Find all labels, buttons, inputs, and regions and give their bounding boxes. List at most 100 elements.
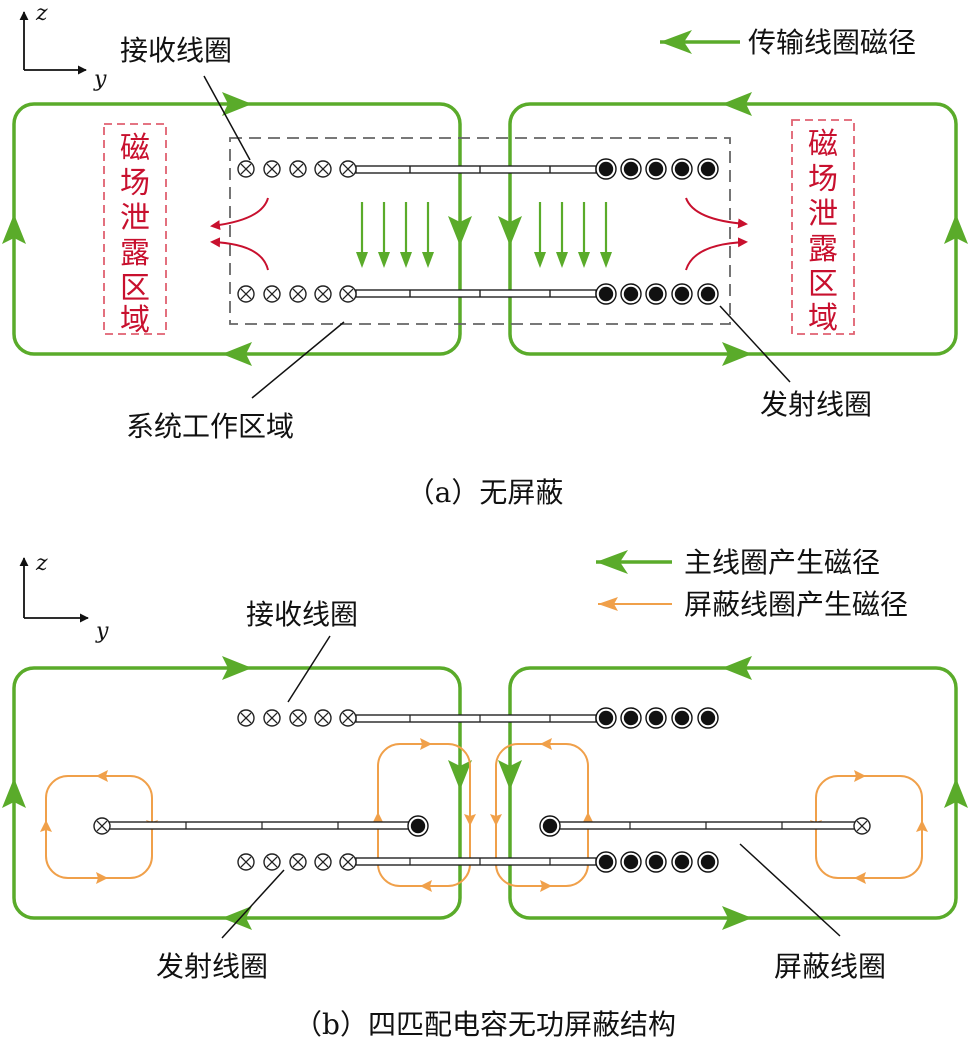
conductor-out-of-page-icon <box>620 158 642 180</box>
conductor-into-page-icon <box>339 285 357 303</box>
left-flux-loop <box>12 102 462 356</box>
flux-loops-b <box>12 666 958 920</box>
conductor-out-of-page-icon <box>671 283 693 305</box>
legend-b: 主线圈产生磁径 屏蔽线圈产生磁径 <box>596 546 908 621</box>
coil-bars-b <box>107 714 863 866</box>
axis-z-label: z <box>35 1 48 26</box>
work-area-box <box>229 137 731 325</box>
coil-bars-a <box>355 165 597 298</box>
transmit-coil-label-a: 发射线圈 <box>760 388 872 421</box>
svg-text:泄: 泄 <box>808 197 838 232</box>
panel-a: z y 传输线圈磁径 磁 <box>2 1 968 509</box>
axis-y-label: y <box>93 67 107 92</box>
shield-coil-label: 屏蔽线圈 <box>774 950 886 983</box>
conductor-out-of-page-icon <box>697 851 719 873</box>
field-arrows-a <box>360 202 608 262</box>
conductor-out-of-page-icon <box>407 815 429 837</box>
svg-text:磁: 磁 <box>808 127 838 162</box>
conductor-out-of-page-icon <box>620 851 642 873</box>
conductor-out-of-page-icon <box>595 158 617 180</box>
svg-text:场: 场 <box>120 166 150 201</box>
conductor-out-of-page-icon <box>645 158 667 180</box>
transmit-coil-label-b: 发射线圈 <box>156 950 268 983</box>
conductor-into-page-icon <box>93 817 111 835</box>
conductor-into-page-icon <box>314 709 332 727</box>
conductor-into-page-icon <box>289 853 307 871</box>
legend-a: 传输线圈磁径 <box>660 26 916 59</box>
conductor-out-of-page-icon <box>671 158 693 180</box>
coil-dot-conductors-b <box>407 707 719 873</box>
axes-b: z y <box>19 551 109 644</box>
legend-main-label: 主线圈产生磁径 <box>684 546 880 579</box>
conductor-into-page-icon <box>263 285 281 303</box>
coil-cross-conductors-b <box>93 709 871 871</box>
svg-text:露: 露 <box>808 232 838 267</box>
legend-label-a: 传输线圈磁径 <box>748 26 916 59</box>
conductor-into-page-icon <box>289 160 307 178</box>
conductor-into-page-icon <box>314 853 332 871</box>
conductor-into-page-icon <box>237 160 255 178</box>
svg-text:域: 域 <box>120 303 150 338</box>
work-area-label: 系统工作区域 <box>126 410 294 443</box>
legend-shield-label: 屏蔽线圈产生磁径 <box>684 588 908 621</box>
conductor-into-page-icon <box>314 160 332 178</box>
leaders-a <box>203 75 791 399</box>
conductor-into-page-icon <box>263 160 281 178</box>
conductor-into-page-icon <box>263 709 281 727</box>
conductor-out-of-page-icon <box>645 283 667 305</box>
conductor-into-page-icon <box>237 853 255 871</box>
coil-dot-conductors-a <box>595 158 719 305</box>
conductor-out-of-page-icon <box>671 707 693 729</box>
conductor-out-of-page-icon <box>620 283 642 305</box>
axes-a: z y <box>19 1 107 92</box>
panel-b: z y 主线圈产生磁径 屏蔽线圈产生磁径 <box>2 546 968 1041</box>
svg-text:露: 露 <box>120 236 150 271</box>
conductor-into-page-icon <box>314 285 332 303</box>
conductor-into-page-icon <box>339 709 357 727</box>
conductor-out-of-page-icon <box>539 815 561 837</box>
leaders-b <box>221 635 841 939</box>
conductor-into-page-icon <box>339 160 357 178</box>
receive-coil-label-b: 接收线圈 <box>246 598 358 631</box>
conductor-out-of-page-icon <box>645 851 667 873</box>
axis-z-label-b: z <box>35 551 48 576</box>
caption-b: （b）四匹配电容无功屏蔽结构 <box>294 1008 676 1041</box>
leak-arrows-a <box>210 197 748 271</box>
conductor-into-page-icon <box>237 709 255 727</box>
receive-coil-label-a: 接收线圈 <box>120 34 232 67</box>
leak-box-left <box>103 123 167 335</box>
conductor-into-page-icon <box>263 853 281 871</box>
svg-text:区: 区 <box>808 267 838 302</box>
flux-arrowheads-a <box>2 92 968 366</box>
shield-flux-arrowheads <box>40 738 928 892</box>
conductor-into-page-icon <box>853 817 871 835</box>
conductor-into-page-icon <box>289 709 307 727</box>
conductor-out-of-page-icon <box>671 851 693 873</box>
leak-text-left: 磁 场 泄 露 区 域 <box>120 131 150 338</box>
axis-y-label-b: y <box>95 619 109 644</box>
right-flux-loop <box>508 102 958 356</box>
conductor-out-of-page-icon <box>697 707 719 729</box>
leak-box-right <box>791 119 855 335</box>
coil-cross-conductors-a <box>237 160 357 303</box>
conductor-into-page-icon <box>237 285 255 303</box>
conductor-out-of-page-icon <box>595 851 617 873</box>
conductor-out-of-page-icon <box>595 283 617 305</box>
svg-text:泄: 泄 <box>120 201 150 236</box>
conductor-into-page-icon <box>289 285 307 303</box>
conductor-out-of-page-icon <box>697 283 719 305</box>
svg-text:场: 场 <box>808 162 838 197</box>
field-arrowheads-a <box>356 252 612 268</box>
conductor-out-of-page-icon <box>645 707 667 729</box>
leak-text-right: 磁 场 泄 露 区 域 <box>808 127 838 336</box>
svg-text:磁: 磁 <box>120 131 150 166</box>
conductor-out-of-page-icon <box>697 158 719 180</box>
caption-a: （a）无屏蔽 <box>407 476 564 509</box>
svg-text:区: 区 <box>120 271 150 306</box>
flux-arrowheads-b <box>2 656 968 930</box>
conductor-into-page-icon <box>339 853 357 871</box>
conductor-out-of-page-icon <box>620 707 642 729</box>
conductor-out-of-page-icon <box>595 707 617 729</box>
coil-bar-ticks-b <box>185 715 783 865</box>
